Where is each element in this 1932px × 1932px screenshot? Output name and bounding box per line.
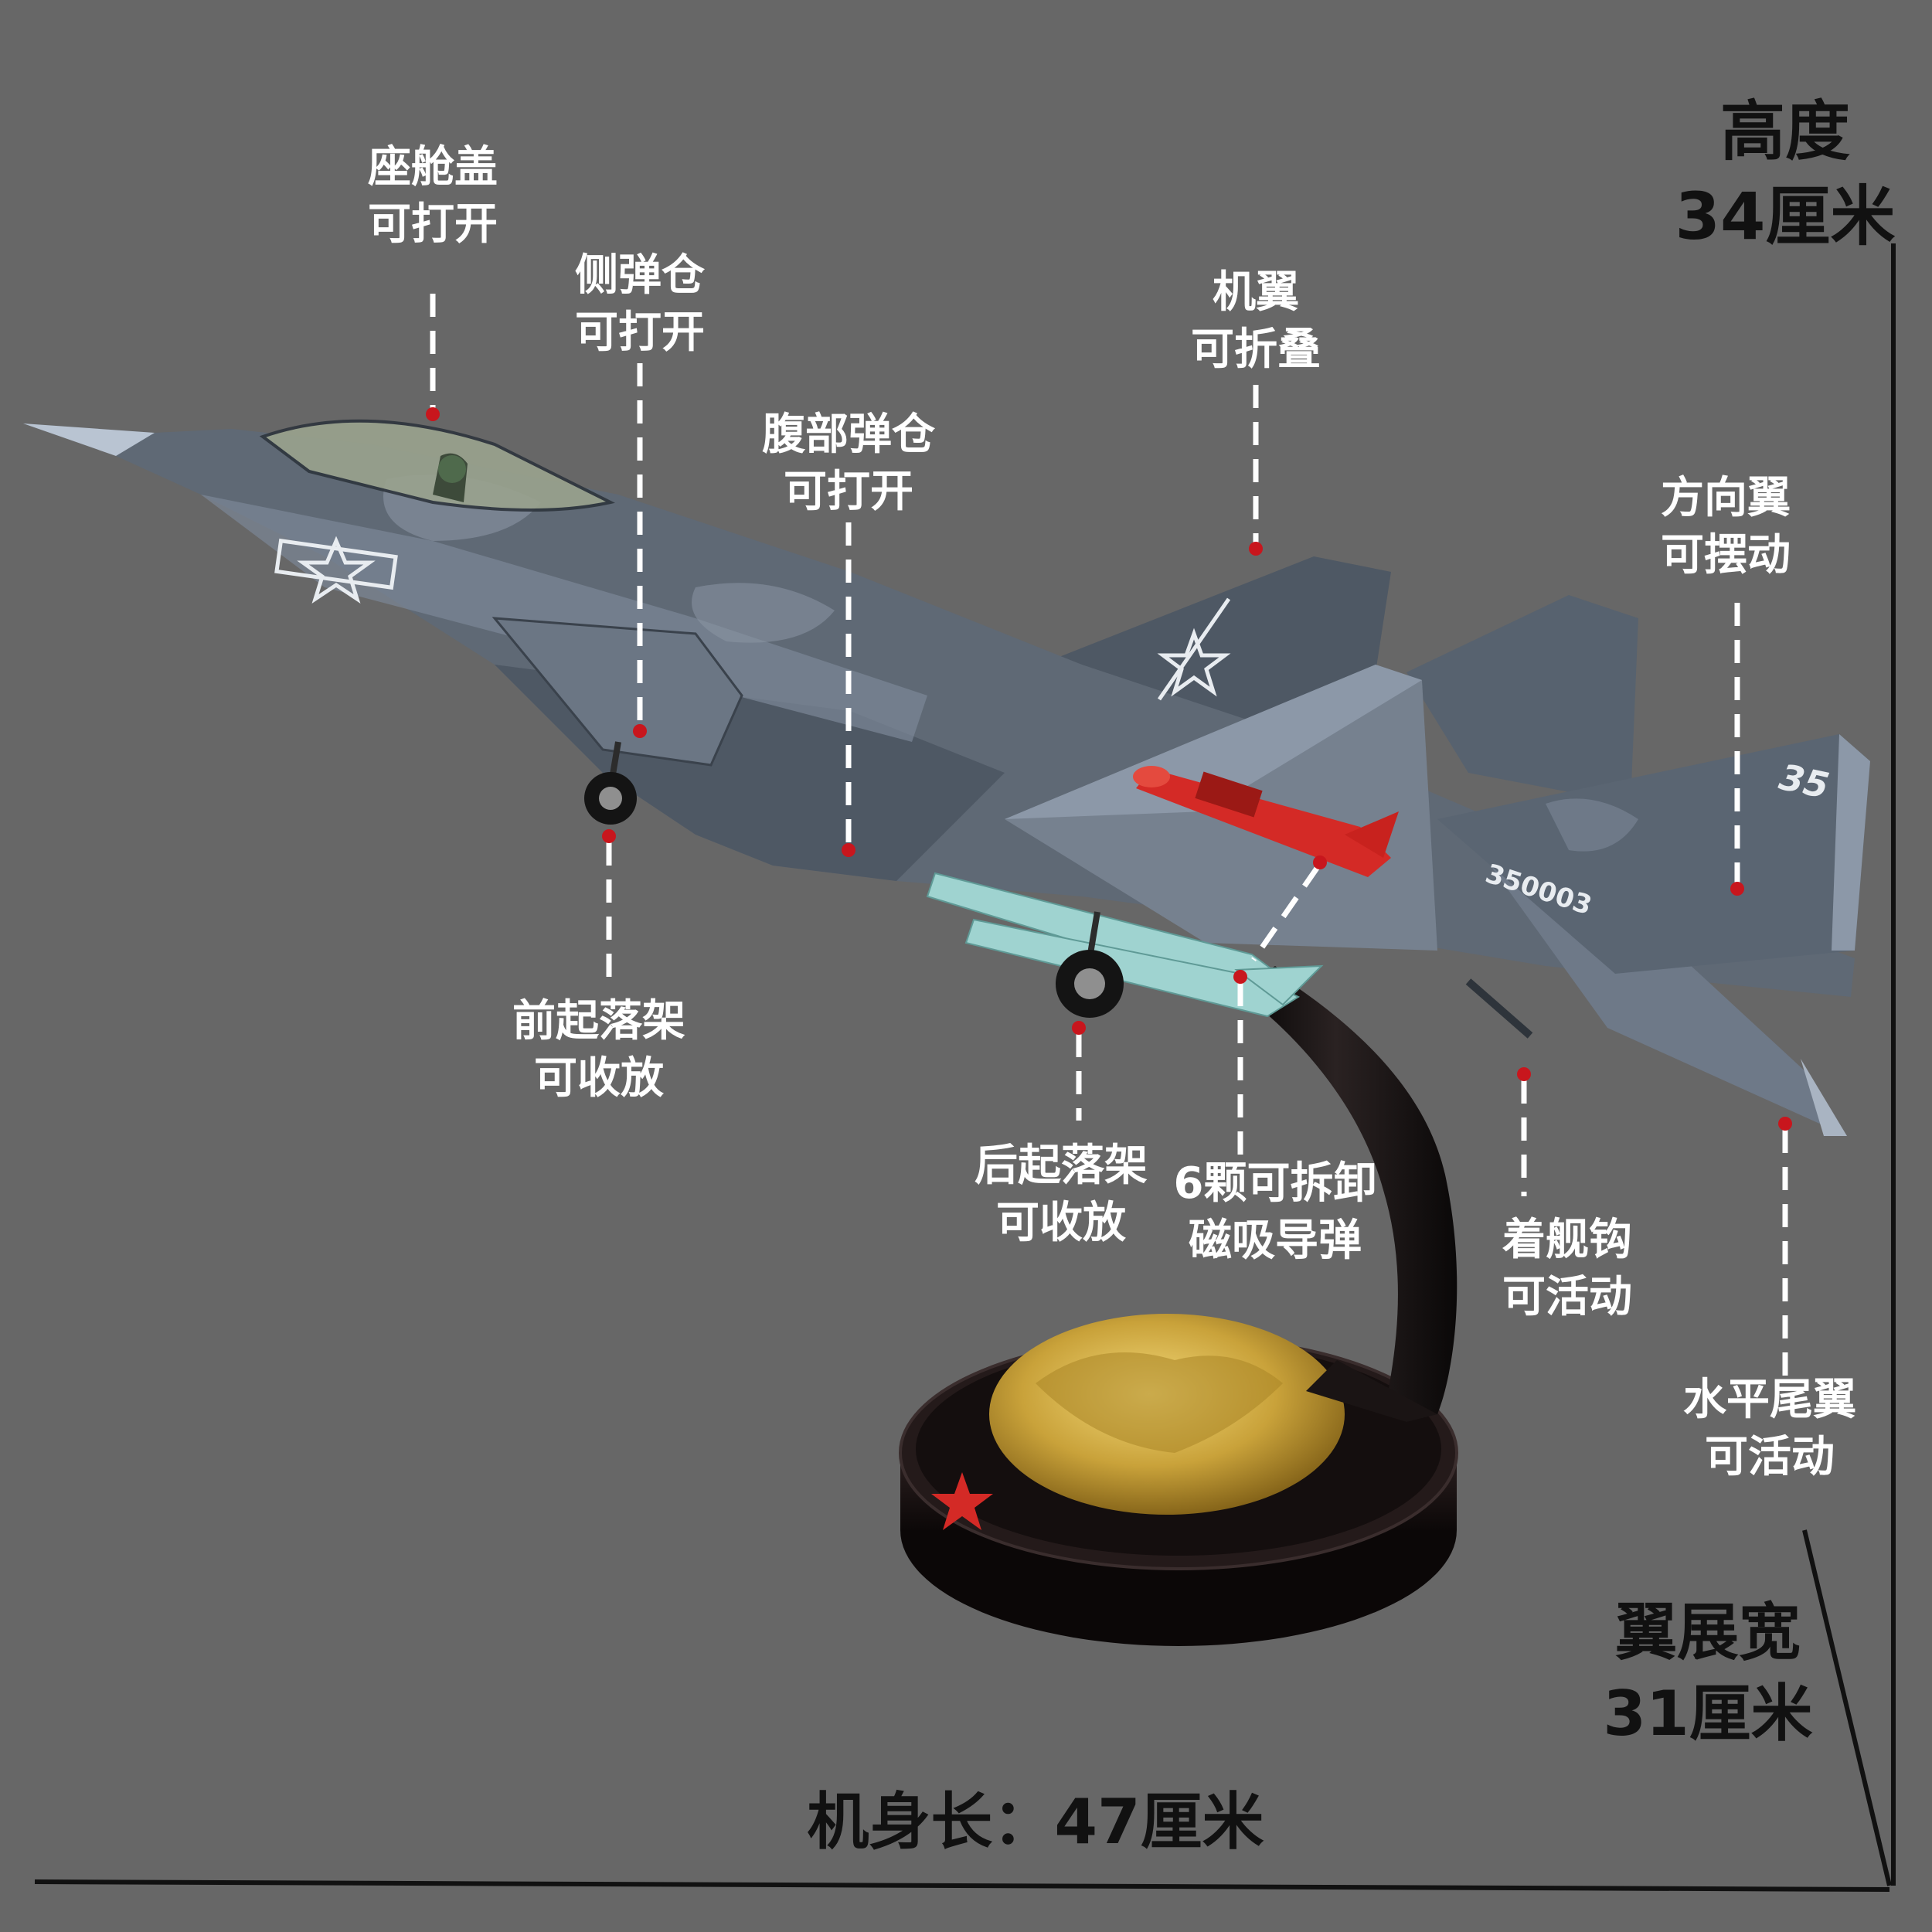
callout-tailhook: 着舰钩 可活动 — [1459, 1212, 1675, 1326]
teal-missiles — [926, 872, 1324, 1018]
callout-missiles-desc: 磁吸导弹 — [1189, 1216, 1362, 1266]
front-landing-gear — [584, 741, 637, 825]
dimension-height-title: 高度 — [1719, 94, 1850, 169]
callout-canopy-desc: 可打开 — [368, 199, 498, 250]
callout-rudder: 方向翼 可摆动 — [1617, 470, 1834, 584]
side-bay-marker-dot — [633, 724, 647, 738]
callout-missiles-title: 6颗可拆卸 — [1173, 1158, 1377, 1209]
fighter-jet-model: 350003 35 — [23, 419, 1870, 1136]
callout-rudder-desc: 可摆动 — [1661, 530, 1791, 580]
display-stand — [899, 958, 1458, 1646]
rear-gear-marker-dot — [1072, 1021, 1086, 1035]
dimension-height-label: 高度 34厘米 — [1669, 89, 1901, 259]
canopy-marker-dot — [426, 407, 440, 421]
callout-side-bay-title: 侧弹仓 — [575, 250, 705, 301]
missiles-marker-dot-lower — [1233, 970, 1247, 984]
tailhook-marker-dot — [1517, 1067, 1531, 1081]
callout-canopy-title: 座舱盖 — [368, 142, 498, 192]
callout-stabilizer: 水平尾翼 可活动 — [1646, 1372, 1893, 1486]
dimension-wingspan-value: 31厘米 — [1603, 1678, 1813, 1750]
dimension-length-label: 机身长：47厘米 — [807, 1786, 1264, 1858]
callout-canopy: 座舱盖 可打开 — [325, 139, 541, 253]
callout-rear-gear-title: 后起落架 — [975, 1141, 1148, 1191]
callout-side-bay-desc: 可打开 — [575, 308, 705, 358]
callout-wing-desc: 可折叠 — [1191, 325, 1321, 375]
callout-leader-lines — [430, 294, 1788, 1377]
callout-front-gear: 前起落架 可收放 — [475, 993, 723, 1107]
aircraft-tail-code: 35 — [1776, 756, 1833, 807]
belly-bay-marker-dot — [842, 843, 855, 857]
callout-rear-gear-desc: 可收放 — [996, 1198, 1126, 1248]
callout-tailhook-title: 着舰钩 — [1502, 1215, 1632, 1265]
callout-wing-title: 机翼 — [1213, 267, 1299, 318]
wing-marker-dot — [1249, 542, 1263, 556]
callout-marker-dots — [426, 407, 1792, 1131]
callout-rudder-title: 方向翼 — [1661, 473, 1791, 523]
callout-front-gear-title: 前起落架 — [512, 996, 685, 1046]
callout-rear-gear: 后起落架 可收放 — [937, 1138, 1185, 1252]
callout-belly-bay: 腹部弹仓 可打开 — [725, 406, 972, 521]
callout-side-bay: 侧弹仓 可打开 — [532, 247, 748, 362]
callout-wing: 机翼 可折叠 — [1148, 264, 1364, 379]
rudder-marker-dot — [1730, 882, 1744, 896]
dimension-height-value: 34厘米 — [1675, 179, 1896, 254]
red-star-emblem — [931, 1472, 993, 1530]
missiles-marker-dot-upper — [1313, 855, 1327, 869]
red-missile — [1133, 766, 1399, 877]
callout-tailhook-desc: 可活动 — [1502, 1272, 1632, 1322]
stabilizer-marker-dot — [1778, 1117, 1792, 1131]
callout-belly-bay-title: 腹部弹仓 — [762, 410, 935, 460]
dimension-wingspan-title: 翼展宽 — [1615, 1597, 1801, 1668]
callout-stabilizer-desc: 可活动 — [1705, 1432, 1835, 1482]
callout-belly-bay-desc: 可打开 — [784, 467, 913, 517]
callout-stabilizer-title: 水平尾翼 — [1683, 1375, 1856, 1425]
front-gear-marker-dot — [602, 829, 616, 843]
dimension-lines — [34, 243, 1896, 1892]
callout-front-gear-desc: 可收放 — [534, 1053, 664, 1104]
dimension-wingspan-label: 翼展宽 31厘米 — [1592, 1592, 1824, 1754]
callout-missiles: 6颗可拆卸 磁吸导弹 — [1140, 1155, 1410, 1270]
rear-landing-gear — [1056, 911, 1124, 1018]
